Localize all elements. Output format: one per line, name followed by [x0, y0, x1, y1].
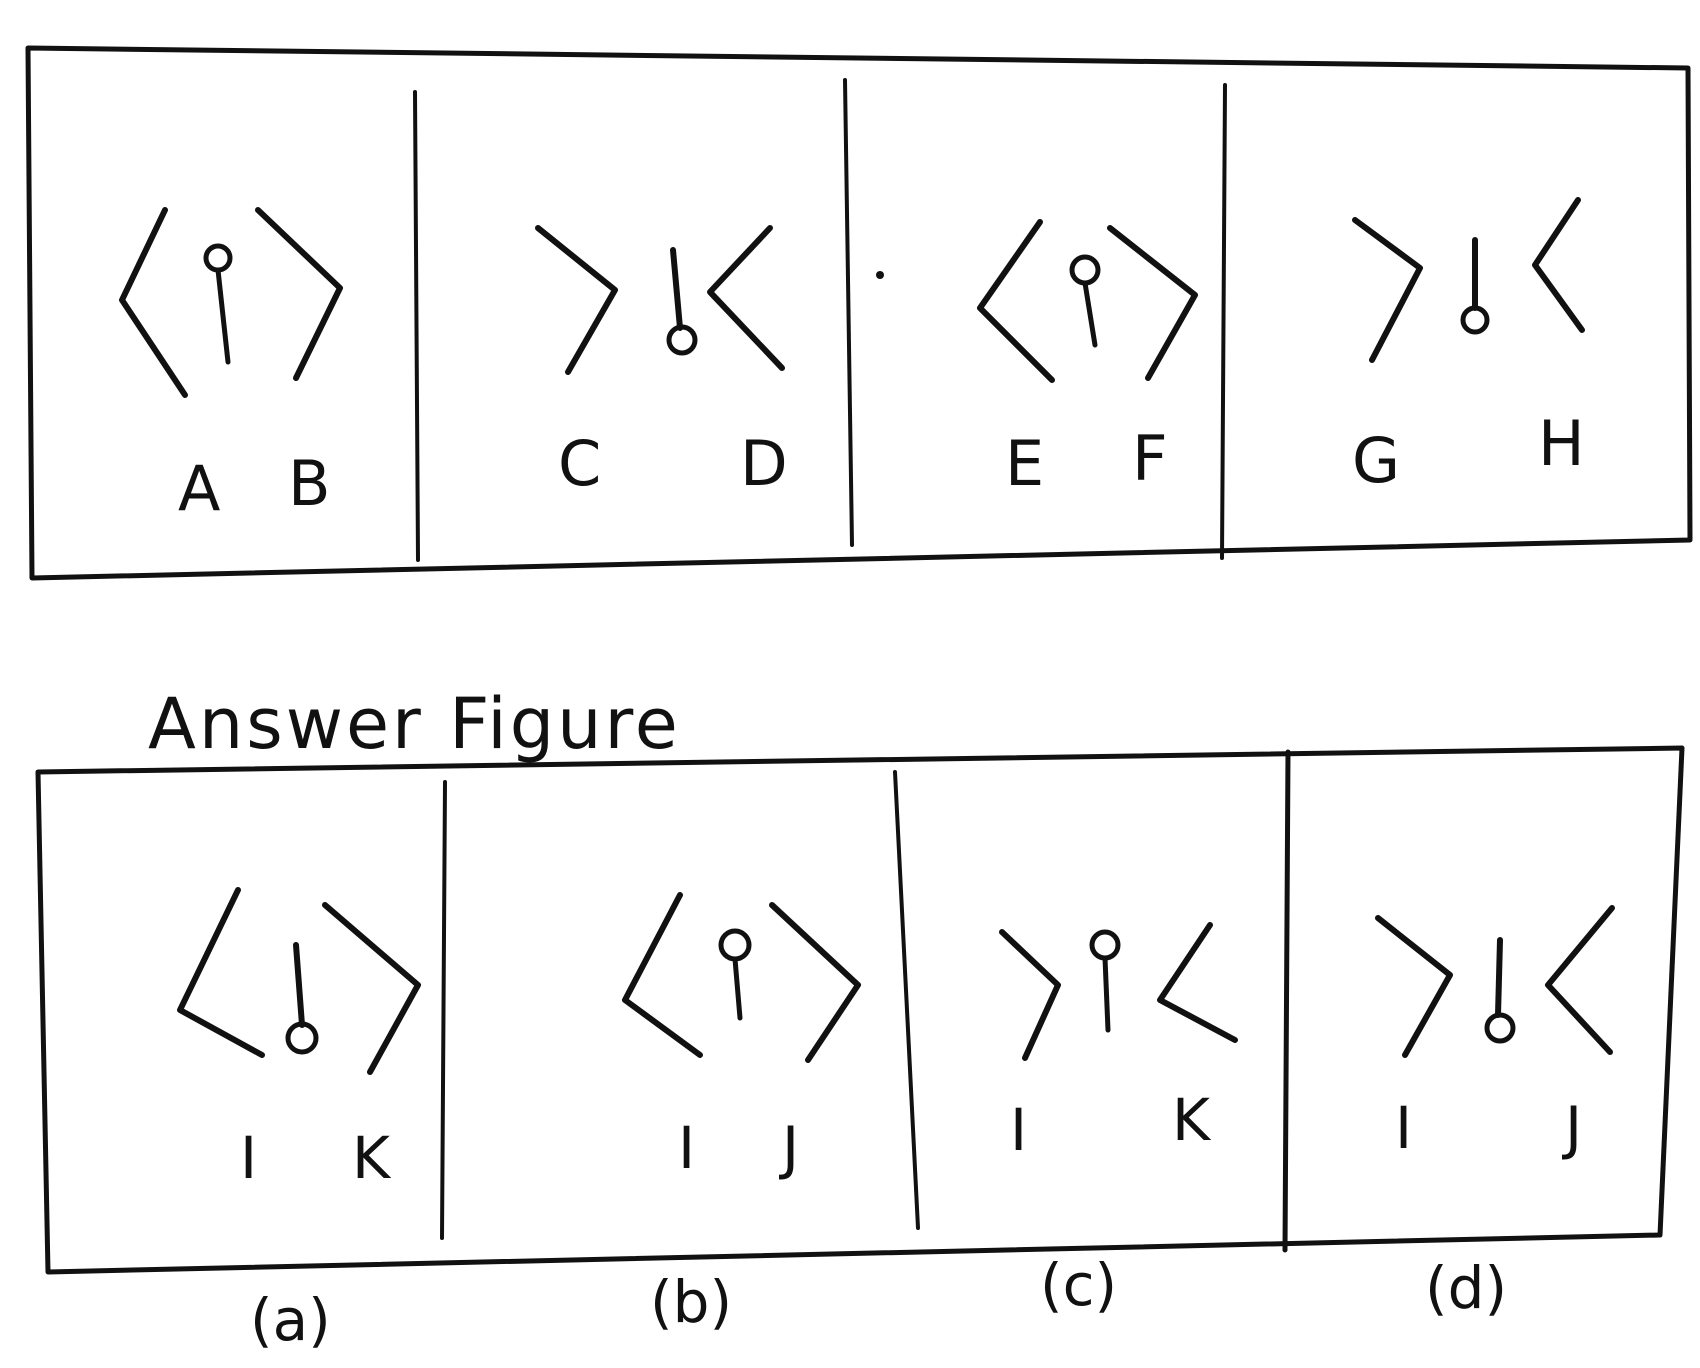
left-label: I — [240, 1124, 257, 1192]
option-label[interactable]: (d) — [1425, 1254, 1507, 1322]
right-bracket — [1545, 905, 1615, 1055]
option-divider — [440, 780, 447, 1240]
option-label[interactable]: (a) — [250, 1286, 331, 1354]
right-bracket — [1107, 225, 1198, 381]
ink-dot — [876, 271, 884, 279]
right-bracket — [1157, 922, 1238, 1043]
left-label: E — [1005, 427, 1044, 500]
left-bracket — [977, 219, 1055, 383]
left-bracket — [535, 225, 618, 375]
panel-divider — [843, 78, 854, 547]
stick — [293, 942, 305, 1028]
left-bracket — [1352, 217, 1423, 363]
option-divider — [893, 770, 920, 1230]
left-label: I — [1395, 1094, 1412, 1162]
answer-option-c[interactable]: I K (c) — [999, 922, 1238, 1319]
ball — [1069, 254, 1101, 286]
right-label: J — [1562, 1094, 1582, 1162]
right-bracket — [255, 207, 343, 381]
question-panel-2: C D — [535, 225, 884, 500]
right-label: H — [1538, 407, 1585, 480]
right-label: K — [352, 1124, 392, 1192]
right-label: K — [1172, 1086, 1212, 1154]
stick — [1102, 955, 1111, 1033]
right-label: D — [740, 427, 788, 500]
left-label: I — [1010, 1096, 1027, 1164]
answer-frame — [35, 745, 1685, 1275]
left-bracket — [1375, 915, 1453, 1058]
question-panel-3: E F — [977, 219, 1198, 500]
stick — [215, 267, 231, 365]
question-figure-strip: A B C D E F G H — [25, 45, 1693, 581]
panel-divider — [413, 90, 420, 562]
left-bracket — [177, 887, 265, 1058]
ball — [285, 1021, 319, 1055]
left-bracket — [119, 207, 188, 398]
right-bracket — [322, 902, 421, 1075]
option-divider — [1282, 749, 1291, 1253]
ball — [203, 243, 233, 273]
answer-figure-strip: I K (a) I J (b) I K (c) — [35, 745, 1685, 1354]
panel-divider — [1220, 83, 1227, 560]
right-bracket — [1532, 197, 1585, 333]
question-frame — [25, 45, 1693, 581]
option-label[interactable]: (c) — [1040, 1251, 1117, 1319]
question-panel-4: G H — [1352, 197, 1585, 497]
ball — [1460, 305, 1490, 335]
ball — [718, 928, 752, 962]
left-bracket — [622, 892, 703, 1058]
right-label: F — [1132, 422, 1168, 495]
stick — [670, 247, 683, 331]
ball — [1484, 1012, 1516, 1044]
stick — [732, 956, 743, 1021]
answer-figure-title: Answer Figure — [148, 683, 681, 765]
stick — [1082, 280, 1098, 348]
left-label: A — [178, 452, 220, 525]
right-bracket — [769, 902, 861, 1063]
answer-option-b[interactable]: I J (b) — [622, 892, 861, 1336]
left-label: C — [558, 427, 601, 500]
option-label[interactable]: (b) — [650, 1268, 732, 1336]
left-label: I — [678, 1114, 695, 1182]
left-label: G — [1352, 424, 1400, 497]
stick — [1495, 937, 1503, 1018]
right-label: B — [288, 447, 331, 520]
right-label: J — [779, 1114, 799, 1182]
answer-option-d[interactable]: I J (d) — [1375, 905, 1615, 1322]
question-panel-1: A B — [119, 207, 343, 525]
left-bracket — [999, 929, 1061, 1061]
answer-option-a[interactable]: I K (a) — [177, 887, 421, 1354]
ball — [666, 324, 698, 356]
ball — [1089, 929, 1121, 961]
right-bracket — [707, 225, 785, 371]
